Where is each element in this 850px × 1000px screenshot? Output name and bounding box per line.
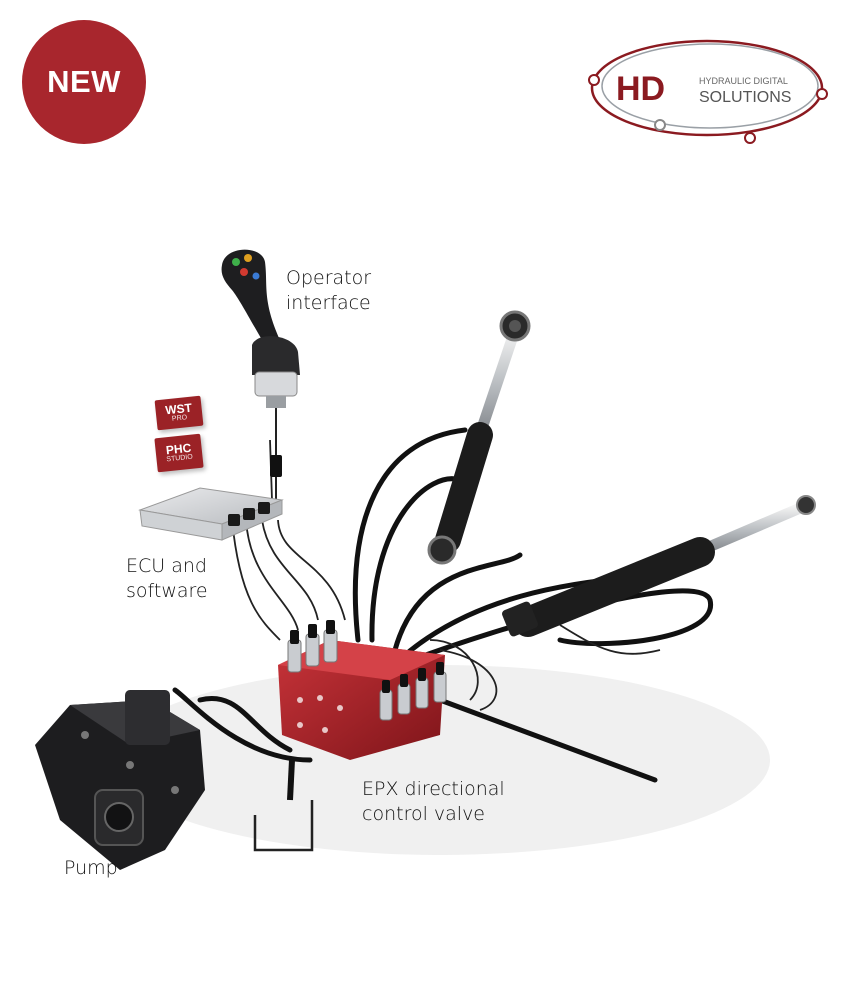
hd-logo-line1: HYDRAULIC DIGITAL	[699, 76, 788, 86]
vertical-cylinder	[427, 310, 531, 565]
hd-logo-line2: SOLUTIONS	[699, 89, 791, 106]
label-ecu-line2: software	[126, 580, 208, 602]
label-operator-line2: interface	[286, 292, 371, 314]
wst-software-card: WST PRO	[154, 395, 204, 431]
tank-return-hose	[287, 759, 295, 801]
pump	[35, 690, 205, 870]
label-pump: Pump	[64, 856, 118, 881]
joystick	[221, 249, 300, 500]
phc-card-subtitle: STUDIO	[166, 453, 194, 464]
label-ecu-software: ECU and software	[126, 554, 208, 604]
label-operator-line1: Operator	[286, 267, 372, 289]
ecu	[138, 487, 284, 541]
valve-block	[278, 620, 447, 760]
hd-logo: HD HYDRAULIC DIGITAL SOLUTIONS	[588, 39, 828, 144]
phc-software-card: PHC STUDIO	[154, 433, 204, 473]
new-badge: NEW	[22, 20, 146, 144]
label-ecu-line1: ECU and	[126, 555, 207, 577]
label-valve-line2: control valve	[362, 803, 485, 825]
tank-symbol	[253, 800, 314, 852]
label-pump-line1: Pump	[64, 857, 118, 879]
new-badge-text: NEW	[47, 64, 121, 99]
hd-logo-mark: HD	[616, 70, 665, 108]
horizontal-cylinder	[502, 495, 816, 637]
label-epx-valve: EPX directional control valve	[362, 777, 505, 827]
floor-shadow	[110, 665, 770, 855]
sensor-cables	[231, 439, 661, 711]
label-operator-interface: Operator interface	[286, 266, 371, 316]
hoses	[172, 427, 713, 783]
wst-card-subtitle: PRO	[171, 414, 188, 423]
label-valve-line1: EPX directional	[362, 778, 505, 800]
